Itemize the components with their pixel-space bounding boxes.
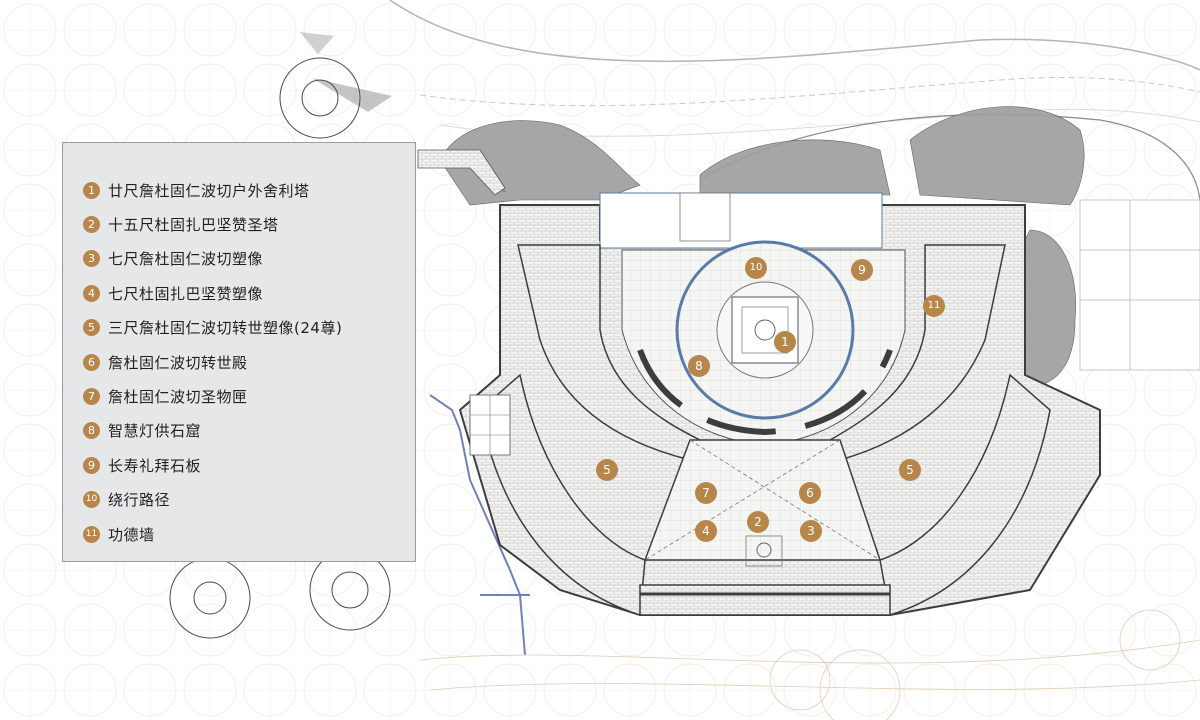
- marker-8: 8: [688, 355, 710, 377]
- legend-number-badge: 10: [83, 491, 100, 509]
- marker-10: 10: [745, 257, 767, 279]
- legend-label: 詹杜固仁波切转世殿: [108, 353, 248, 372]
- marker-7: 7: [695, 482, 717, 504]
- legend-label: 詹杜固仁波切圣物匣: [108, 388, 248, 407]
- marker-5-left: 5: [596, 459, 618, 481]
- entry-stair: [417, 149, 506, 196]
- legend-number-badge: 8: [83, 422, 100, 440]
- marker-3: 3: [800, 520, 822, 542]
- legend-item: 11 功德墙: [83, 517, 415, 551]
- legend-label: 七尺詹杜固仁波切塑像: [108, 250, 264, 269]
- legend-label: 廿尺詹杜固仁波切户外舍利塔: [108, 181, 310, 200]
- legend-item: 1 廿尺詹杜固仁波切户外舍利塔: [83, 173, 415, 207]
- marker-1: 1: [774, 331, 796, 353]
- legend-item: 5 三尺詹杜固仁波切转世塑像(24尊): [83, 311, 415, 345]
- marker-6: 6: [799, 482, 821, 504]
- legend-number-badge: 1: [83, 181, 100, 199]
- legend-number-badge: 2: [83, 216, 100, 234]
- legend-item: 2 十五尺杜固扎巴坚赞圣塔: [83, 207, 415, 241]
- legend-number-badge: 5: [83, 319, 100, 337]
- ground-pattern: [419, 609, 1200, 720]
- legend-number-badge: 4: [83, 284, 100, 302]
- legend-item: 10 绕行路径: [83, 483, 415, 517]
- legend-label: 三尺詹杜固仁波切转世塑像(24尊): [108, 319, 343, 338]
- legend-label: 功德墙: [108, 525, 155, 544]
- marker-2: 2: [747, 511, 769, 533]
- legend-number-badge: 6: [83, 353, 100, 371]
- legend-item: 4 七尺杜固扎巴坚赞塑像: [83, 276, 415, 310]
- legend-item: 9 长寿礼拜石板: [83, 448, 415, 482]
- marker-9: 9: [851, 259, 873, 281]
- legend-item: 6 詹杜固仁波切转世殿: [83, 345, 415, 379]
- legend-number-badge: 7: [83, 388, 100, 406]
- marker-5-right: 5: [899, 459, 921, 481]
- legend-label: 七尺杜固扎巴坚赞塑像: [108, 284, 264, 303]
- legend-item: 7 詹杜固仁波切圣物匣: [83, 379, 415, 413]
- legend-item: 3 七尺詹杜固仁波切塑像: [83, 242, 415, 276]
- building: [458, 192, 1101, 616]
- legend-label: 十五尺杜固扎巴坚赞圣塔: [108, 216, 279, 235]
- legend-label: 长寿礼拜石板: [108, 456, 202, 475]
- marker-4: 4: [695, 520, 717, 542]
- legend-label: 智慧灯供石窟: [108, 422, 202, 441]
- marker-11: 11: [923, 295, 945, 317]
- legend-number-badge: 11: [83, 525, 100, 543]
- legend-number-badge: 9: [83, 456, 100, 474]
- legend-item: 8 智慧灯供石窟: [83, 414, 415, 448]
- legend-label: 绕行路径: [108, 491, 171, 510]
- legend-number-badge: 3: [83, 250, 100, 268]
